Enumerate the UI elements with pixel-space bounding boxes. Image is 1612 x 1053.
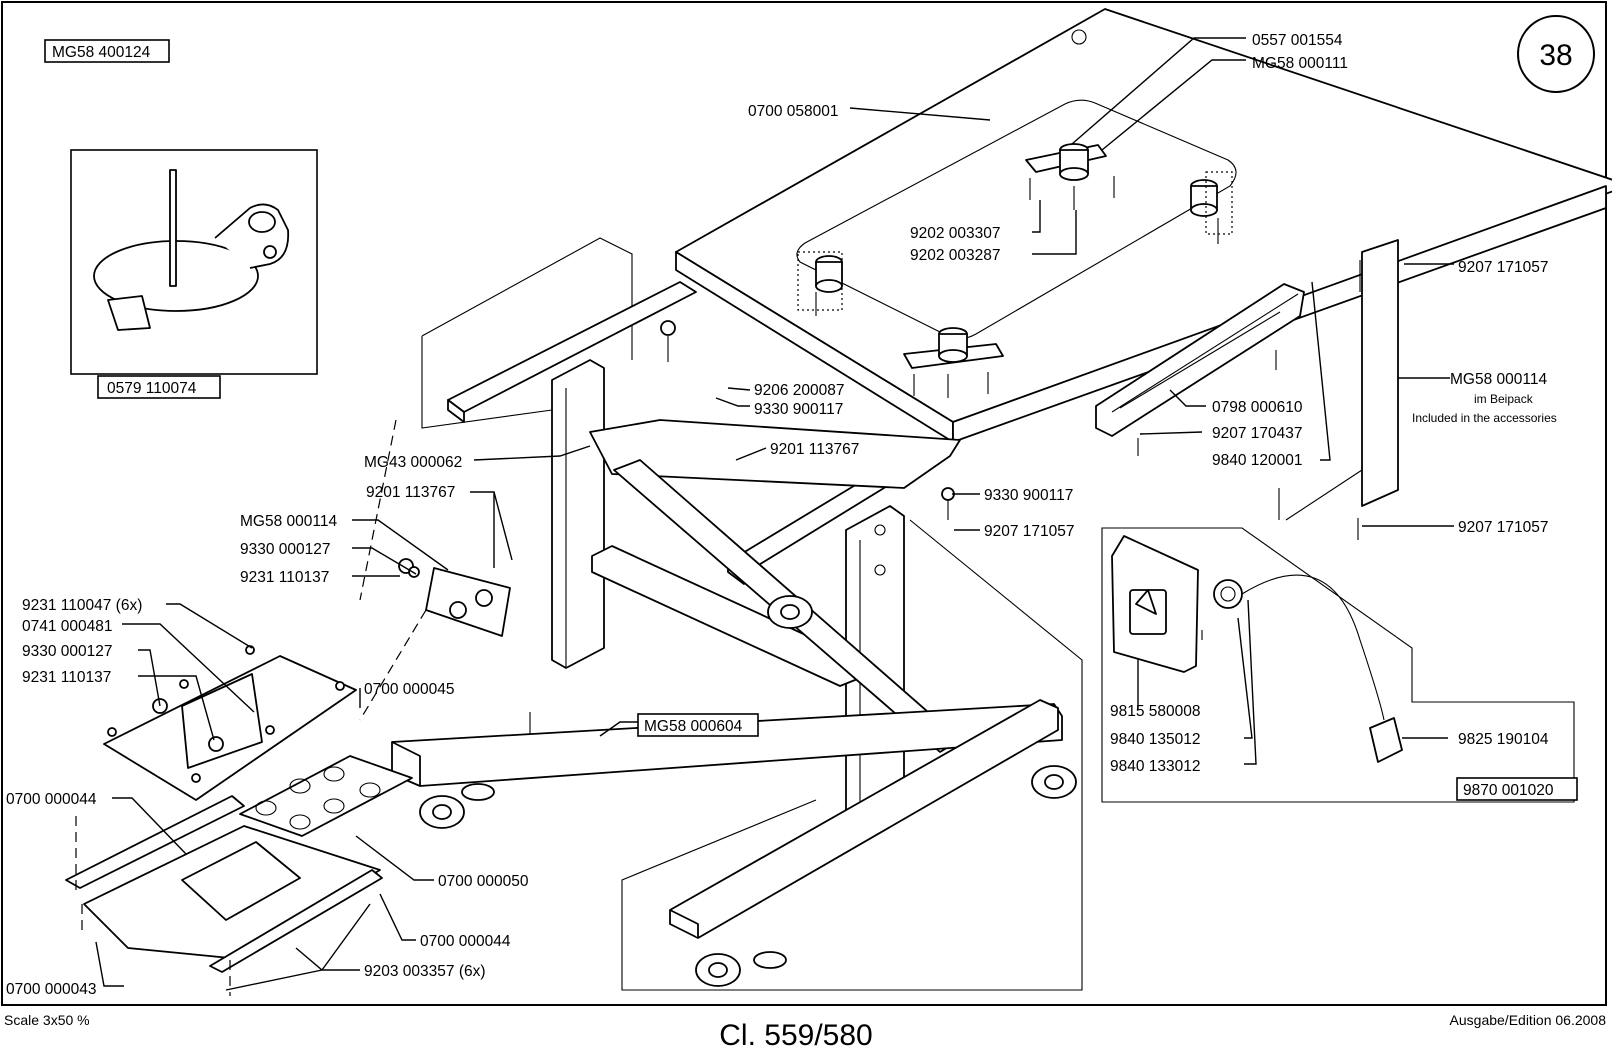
label-9201113767-b: 9201 113767: [366, 484, 455, 501]
label-9840120001: 9840 120001: [1212, 452, 1303, 469]
label-MG58000114-left: MG58 000114: [240, 513, 337, 530]
scale-note: Scale 3x50 %: [4, 1012, 90, 1028]
label-9330000127-b: 9330 000127: [22, 643, 113, 660]
stand-frame: [391, 237, 1083, 991]
label-9330900117-a: 9330 900117: [754, 401, 843, 418]
label-0700000045: 0700 000045: [364, 681, 455, 698]
casters: [419, 595, 1077, 987]
label-9231110047: 9231 110047 (6x): [22, 597, 142, 614]
label-0798000610: 0798 000610: [1212, 399, 1303, 416]
model-title: Cl. 559/580: [719, 1019, 872, 1052]
label-9231110137-a: 9231 110137: [240, 569, 329, 586]
label-included-accessories: Included in the accessories: [1412, 411, 1557, 425]
label-9825190104: 9825 190104: [1458, 731, 1549, 748]
svg-text:MG58 400124: MG58 400124: [52, 44, 151, 61]
svg-text:0579 110074: 0579 110074: [107, 380, 197, 397]
drawer-assembly: [65, 419, 511, 996]
leader-lines: [95, 37, 1454, 991]
label-0700000044-a: 0700 000044: [6, 791, 97, 808]
svg-text:9870 001020: 9870 001020: [1463, 782, 1554, 799]
part-labels: 0557 001554 MG58 000111 0700 058001 9202…: [6, 32, 1557, 998]
label-9207171057-mid: 9207 171057: [984, 523, 1075, 540]
label-MG58000114-right: MG58 000114: [1450, 371, 1547, 388]
label-0741000481: 0741 000481: [22, 618, 113, 635]
label-9207171057-top: 9207 171057: [1458, 259, 1549, 276]
label-im-beipack: im Beipack: [1474, 392, 1534, 406]
label-0700000044-b: 0700 000044: [420, 933, 511, 950]
inset-thread-stand: 0579 110074: [70, 149, 318, 399]
label-9231110137-b: 9231 110137: [22, 669, 111, 686]
label-9201113767-a: 9201 113767: [770, 441, 859, 458]
label-0700000043: 0700 000043: [6, 981, 97, 998]
label-9207171057-bottom: 9207 171057: [1458, 519, 1549, 536]
label-9202003307: 9202 003307: [910, 225, 1001, 242]
label-9202003287: 9202 003287: [910, 247, 1001, 264]
svg-text:MG58 000604: MG58 000604: [644, 718, 743, 735]
label-9207170437: 9207 170437: [1212, 425, 1303, 442]
label-9840133012: 9840 133012: [1110, 758, 1201, 775]
page-number-badge: 38: [1517, 15, 1595, 93]
power-switch-box: [1101, 527, 1575, 803]
boxed-ref-top: MG58 400124: [44, 39, 170, 63]
label-9203003357: 9203 003357 (6x): [364, 963, 486, 980]
label-0557001554: 0557 001554: [1252, 32, 1343, 49]
label-9815580008: 9815 580008: [1110, 703, 1201, 720]
page-number: 38: [1539, 39, 1572, 72]
boxed-frame-ref: MG58 000604: [637, 713, 759, 737]
edition-note: Ausgabe/Edition 06.2008: [1450, 1012, 1607, 1028]
label-9330900117-b: 9330 900117: [984, 487, 1073, 504]
label-0700058001: 0700 058001: [748, 103, 839, 120]
label-MG58000111: MG58 000111: [1252, 55, 1348, 72]
label-0700000050: 0700 000050: [438, 873, 529, 890]
boxed-power-ref: 9870 001020: [1456, 777, 1578, 801]
hardware-right: [660, 239, 1399, 540]
label-9840135012: 9840 135012: [1110, 731, 1201, 748]
sheet-border: [1, 1, 1607, 1006]
label-9206200087: 9206 200087: [754, 382, 845, 399]
label-9330000127-a: 9330 000127: [240, 541, 331, 558]
label-MG43000062: MG43 000062: [364, 454, 462, 471]
rubber-mounts: [797, 143, 1233, 398]
